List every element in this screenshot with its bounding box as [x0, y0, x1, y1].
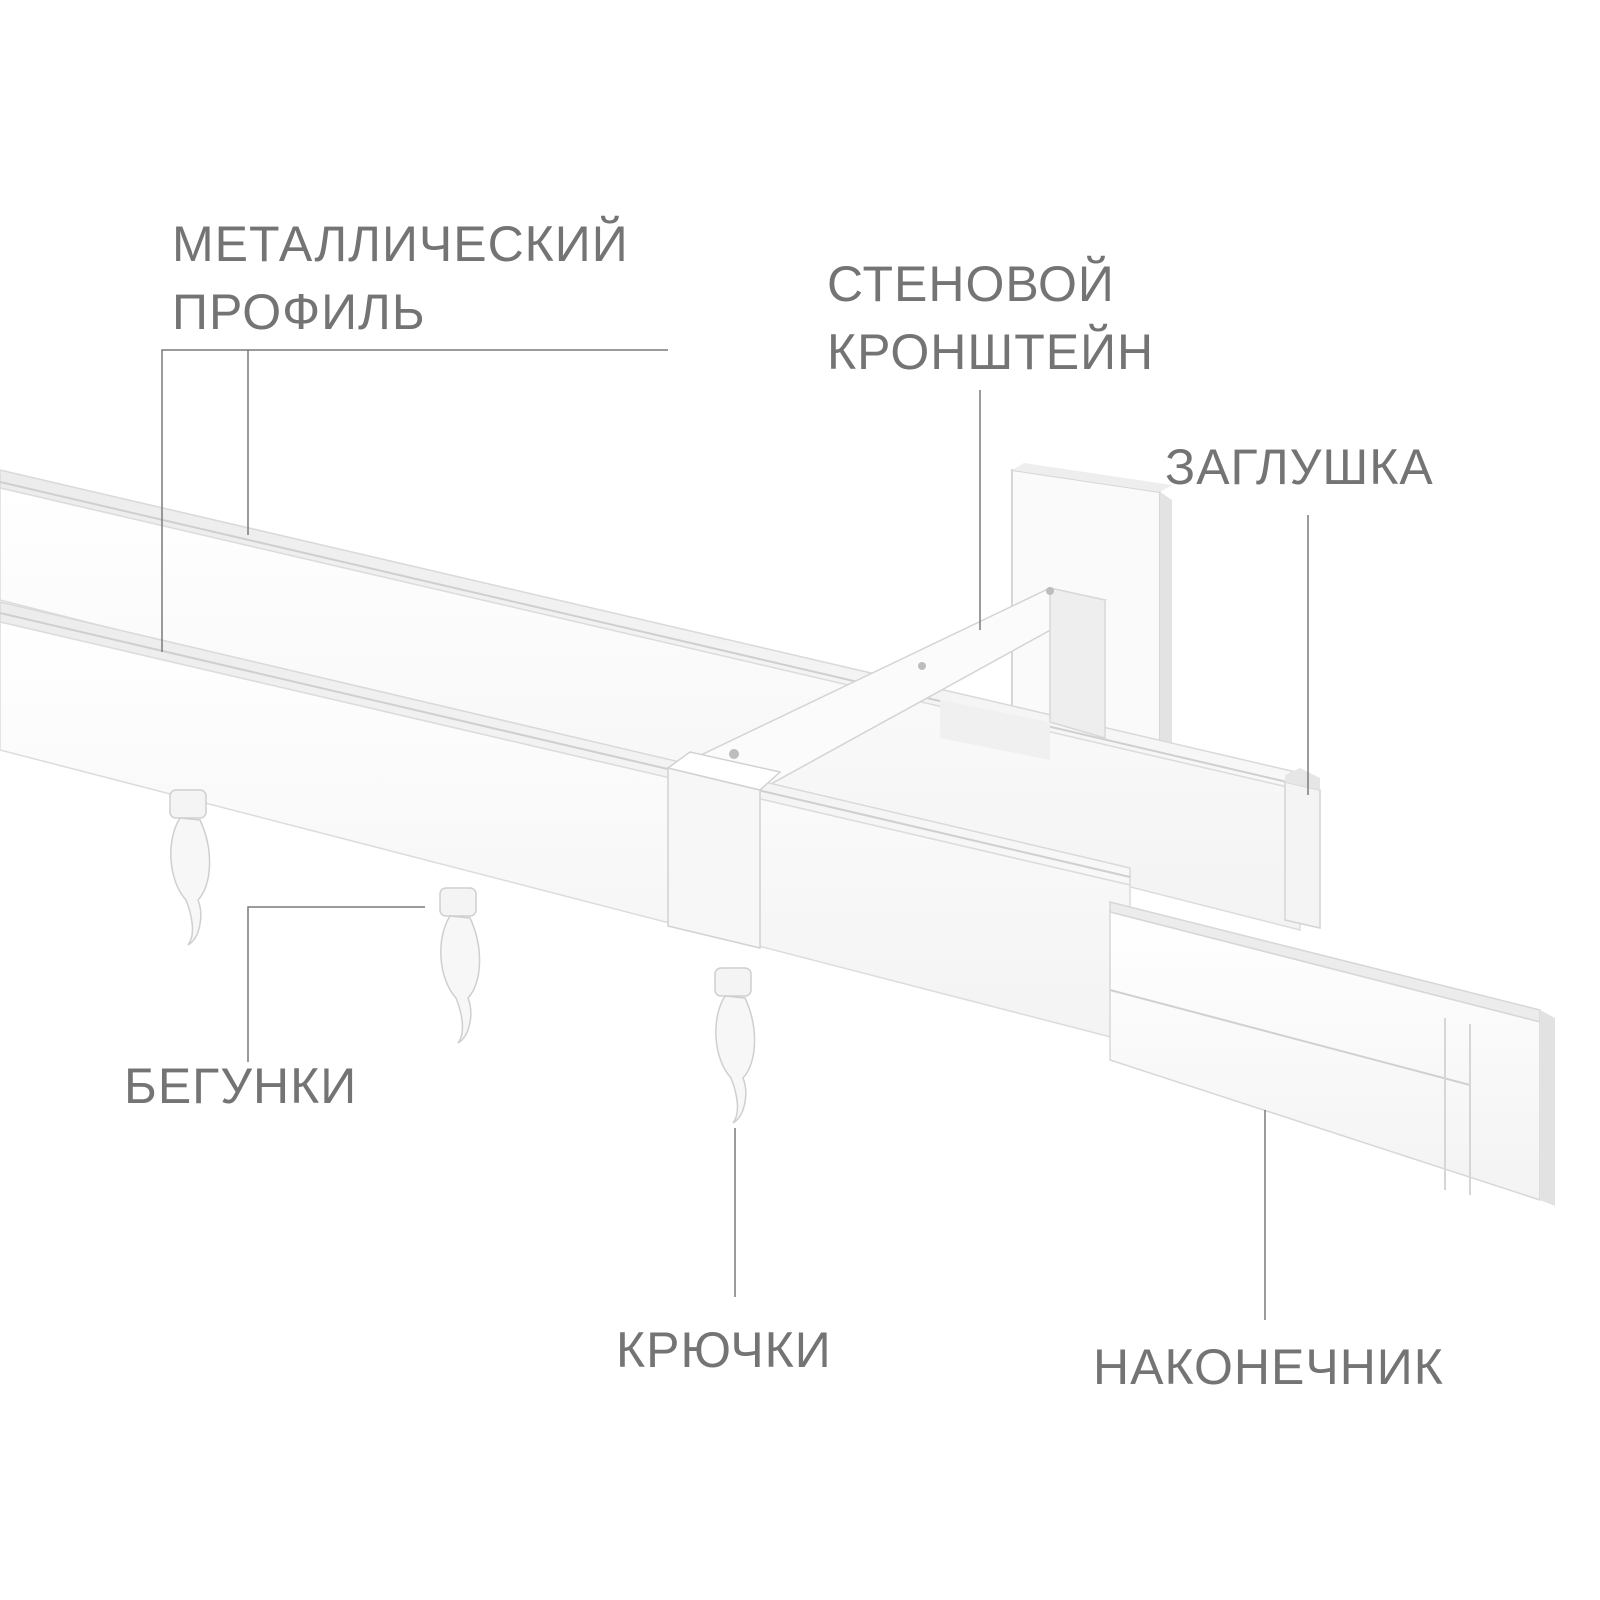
label-finial: НАКОНЕЧНИК: [1093, 1339, 1444, 1395]
bracket-clamp: [666, 751, 782, 949]
end-cap-back: [1284, 768, 1321, 929]
label-hooks: КРЮЧКИ: [616, 1322, 832, 1378]
leader-profile: [161, 349, 668, 652]
leader-runners: [247, 906, 425, 1062]
leader-lines: [161, 349, 1309, 1320]
bracket-arm: [677, 587, 1108, 791]
label-wall-bracket-line2: КРОНШТЕЙН: [827, 324, 1155, 380]
runner-hook-1: [169, 789, 211, 946]
label-runners: БЕГУНКИ: [124, 1058, 358, 1114]
label-metal-profile: МЕТАЛЛИЧЕСКИЙ ПРОФИЛЬ: [172, 210, 629, 346]
label-metal-profile-line2: ПРОФИЛЬ: [172, 284, 426, 340]
label-metal-profile-line1: МЕТАЛЛИЧЕСКИЙ: [172, 216, 629, 272]
finial: [1109, 901, 1555, 1206]
runner-hook-2: [439, 887, 481, 1044]
label-end-cap: ЗАГЛУШКА: [1165, 439, 1434, 495]
label-wall-bracket-line1: СТЕНОВОЙ: [827, 256, 1115, 312]
label-wall-bracket: СТЕНОВОЙ КРОНШТЕЙН: [827, 250, 1154, 386]
runner-hook-3: [714, 967, 756, 1124]
